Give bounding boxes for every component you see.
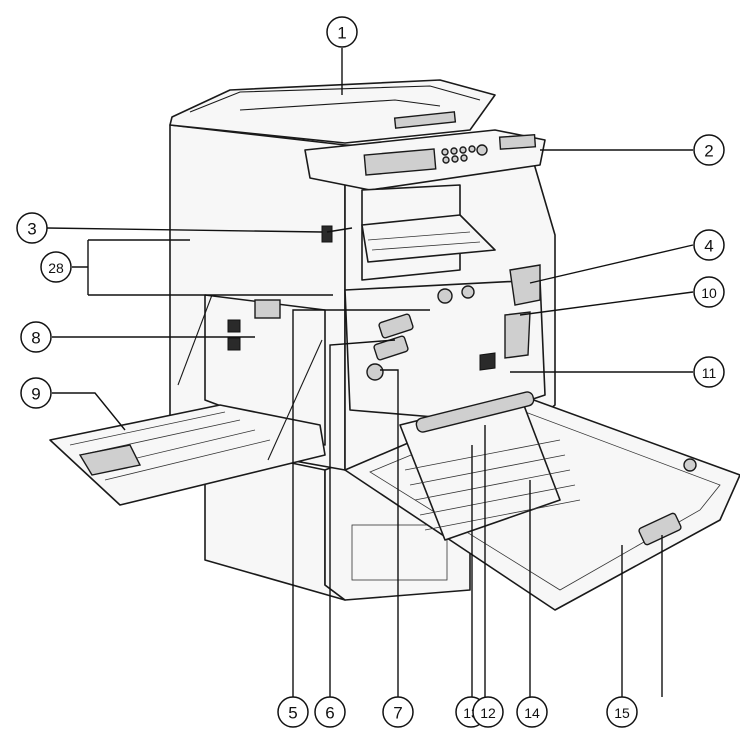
callout-6: 6 [314,696,346,728]
document-cover-line [189,85,481,113]
callout-15-label: 15 [614,705,630,721]
side-cover-handle [254,299,281,319]
power-switch [321,225,333,243]
panel-display [363,148,437,176]
callout-12: 12 [472,696,504,728]
photoconductive-drum [415,391,535,433]
callout-2: 2 [693,134,725,166]
callout-8: 8 [20,321,52,353]
callout-8-label: 8 [31,329,40,348]
callout-7-label: 7 [393,704,402,723]
leader-3 [326,227,353,233]
panel-side-tray [498,134,537,150]
toner-lock [479,352,496,371]
callout-7: 7 [382,696,414,728]
callout-3: 3 [16,212,48,244]
bypass-tray [49,404,326,506]
callout-5-label: 5 [288,704,297,723]
document-cover-edge [239,99,441,111]
fusing-dial [366,363,384,381]
bypass-tray-lines [69,411,271,481]
side-knob-2 [461,285,475,299]
developer-lever [504,311,531,359]
base-drawer [351,524,448,581]
callout-28-label: 28 [48,260,64,276]
callout-2-label: 2 [704,142,713,161]
callout-10: 10 [693,276,725,308]
hinge-rod-right [267,339,323,461]
callout-4: 4 [693,229,725,261]
front-cover-handle [638,512,682,546]
panel-keypad [441,144,488,164]
bypass-tray-extension [78,444,142,476]
transfer-roller-fins [404,439,581,531]
document-cover [169,79,496,144]
callout-9: 9 [20,377,52,409]
leader-10 [519,291,694,316]
leader-7 [380,369,399,697]
leader-lines [52,48,694,697]
leader-4 [529,244,694,284]
hinge-rod-left [177,294,213,386]
callout-14-label: 14 [524,705,540,721]
output-tray-lines [367,231,481,251]
callout-1: 1 [326,16,358,48]
toner-cartridge-lever [509,264,541,306]
output-tray [361,214,496,263]
callout-10-label: 10 [701,285,717,301]
callout-14: 14 [516,696,548,728]
callout-3-label: 3 [27,220,36,239]
callout-1-label: 1 [337,24,346,43]
side-cover-vents [227,319,241,351]
callout-15: 15 [606,696,638,728]
callout-11: 11 [693,356,725,388]
leader-3-ext [46,227,323,233]
callout-6-label: 6 [325,704,334,723]
fusing-knob-upper [378,313,414,339]
leader-28 [72,239,333,296]
callout-28: 28 [40,251,72,283]
leader-6 [329,339,396,697]
cover-handle [393,111,457,129]
callout-9-label: 9 [31,385,40,404]
copier-illustration [49,79,740,611]
front-cover-roller [683,458,697,472]
callout-11-label: 11 [702,365,717,381]
leader-9 [52,392,126,431]
callout-4-label: 4 [704,237,713,256]
callout-5: 5 [277,696,309,728]
callout-12-label: 12 [480,705,496,721]
side-knob-1 [437,288,453,304]
leader-5 [292,309,430,697]
